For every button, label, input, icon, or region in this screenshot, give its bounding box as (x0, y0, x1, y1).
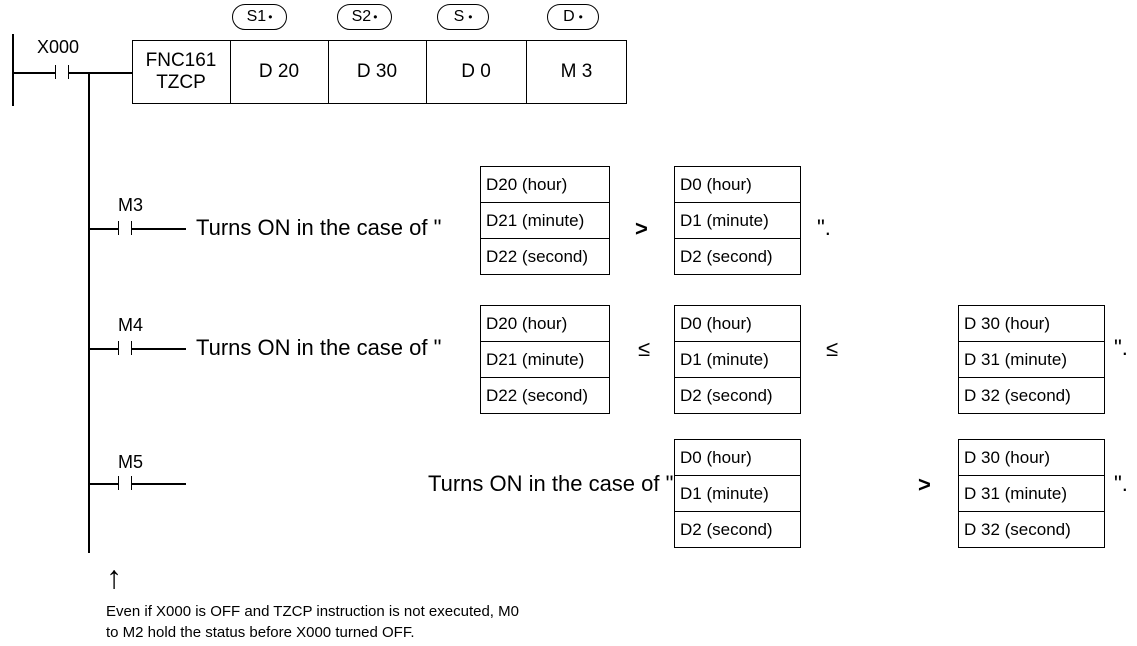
operand-d-label: D• (547, 4, 599, 30)
operand-s2-cell: D 30 (356, 61, 398, 83)
operand-s-label: S• (437, 4, 489, 30)
m4-s1-registers: D20 (hour) D21 (minute) D22 (second) (480, 305, 610, 414)
m4-s2-registers: D 30 (hour) D 31 (minute) D 32 (second) (958, 305, 1105, 414)
output-branch-bus (88, 72, 90, 553)
input-contact-label: X000 (37, 37, 80, 57)
output-label-m4: M4 (118, 315, 144, 335)
m4-less-equal-sign-2: ≤ (826, 336, 839, 361)
m3-close-quote: ". (817, 215, 831, 240)
operand-s1-label: S1• (232, 4, 287, 30)
output-label-m3: M3 (118, 195, 144, 215)
m4-less-equal-sign-1: ≤ (638, 336, 651, 361)
m5-s2-registers: D 30 (hour) D 31 (minute) D 32 (second) (958, 439, 1105, 548)
left-power-rail (12, 34, 14, 106)
m5-close-quote: ". (1114, 471, 1128, 496)
note-line-1: Even if X000 is OFF and TZCP instruction… (106, 603, 519, 620)
m4-s-registers: D0 (hour) D1 (minute) D2 (second) (674, 305, 801, 414)
fnc-number: FNC161 (145, 50, 217, 72)
m3-condition-text: Turns ON in the case of " (196, 215, 442, 240)
fnc-cell: FNC161 TZCP (132, 40, 230, 104)
m3-greater-than-sign: > (635, 216, 648, 241)
fnc-mnemonic: TZCP (156, 72, 206, 93)
operand-s-cell: D 0 (461, 61, 491, 83)
operand-s1-cell: D 20 (258, 61, 300, 83)
m3-s-registers: D0 (hour) D1 (minute) D2 (second) (674, 166, 801, 275)
tzcp-instruction-box (132, 40, 627, 104)
m4-close-quote: ". (1114, 335, 1128, 360)
output-label-m5: M5 (118, 452, 144, 472)
m3-contact-icon (118, 221, 132, 235)
up-arrow-icon: ↑ (106, 559, 122, 595)
rung-wire-left (12, 72, 55, 74)
x000-contact-icon (55, 65, 69, 79)
operand-d-cell: M 3 (560, 61, 593, 83)
m3-s1-registers: D20 (hour) D21 (minute) D22 (second) (480, 166, 610, 275)
operand-s-text: S (453, 8, 465, 25)
m4-contact-icon (118, 341, 132, 355)
m5-condition-text: Turns ON in the case of " (428, 471, 674, 496)
operand-s1-text: S1 (246, 8, 267, 25)
m4-condition-text: Turns ON in the case of " (196, 335, 442, 360)
operand-s2-label: S2• (337, 4, 392, 30)
m5-contact-icon (118, 476, 132, 490)
note-line-2: to M2 hold the status before X000 turned… (106, 624, 415, 641)
operand-d-text: D (563, 8, 575, 25)
m5-s-registers: D0 (hour) D1 (minute) D2 (second) (674, 439, 801, 548)
operand-s2-text: S2 (351, 8, 372, 25)
m5-greater-than-sign: > (918, 472, 931, 497)
rung-wire-right (69, 72, 132, 74)
